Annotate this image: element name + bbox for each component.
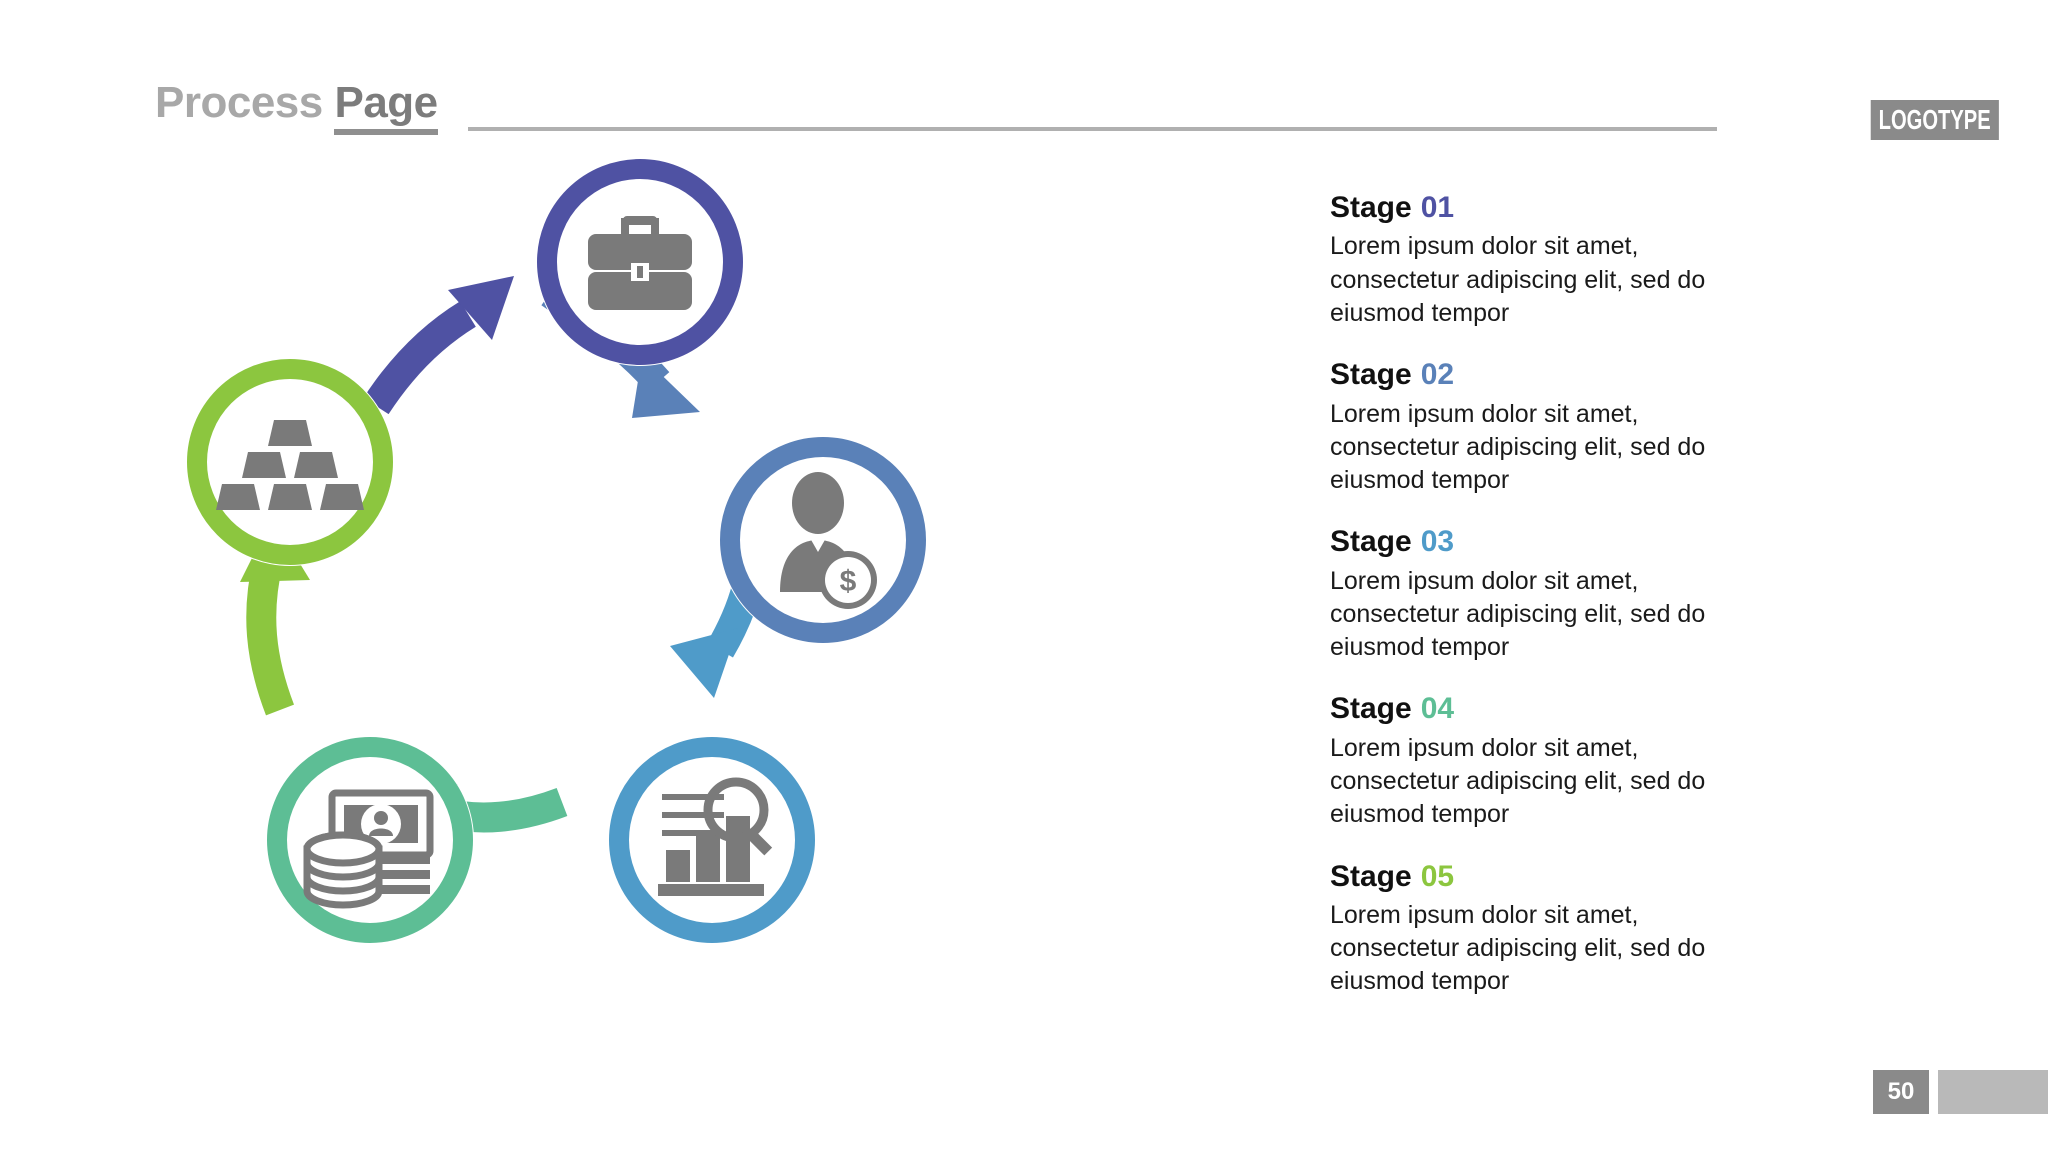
stage-label-03: Stage [1330,525,1412,559]
stage-label-02: Stage [1330,358,1412,392]
stage-body-02: Lorem ipsum dolor sit amet, consectetur … [1330,399,1706,495]
stage-label-05: Stage [1330,859,1412,893]
stage-number-03: 03 [1420,525,1455,559]
stage-body-04: Lorem ipsum dolor sit amet, consectetur … [1330,733,1706,829]
page-title: Process Page [155,78,438,135]
stage-number-01: 01 [1420,191,1455,224]
stage-body-03: Lorem ipsum dolor sit amet, consectetur … [1330,566,1706,662]
process-cycle-diagram: $ [180,150,1190,1070]
banknotes-coins-icon [303,789,434,909]
page-title-light: Process [155,78,323,127]
page-number: 50 [1873,1070,1929,1114]
page-title-dark: Page [334,78,438,135]
stage-body-01: Lorem ipsum dolor sit amet, consectetur … [1330,232,1706,327]
businessman-dollar-icon: $ [780,472,877,609]
briefcase-icon [588,216,692,310]
node-04-money[interactable] [266,736,474,944]
stage-label-04: Stage [1330,692,1412,726]
slide-footer: 50 [1873,1070,2048,1114]
stage-number-05: 05 [1420,859,1455,893]
footer-bar [1938,1070,2048,1114]
stage-label-01: Stage [1330,191,1412,224]
node-02-businessman-dollar[interactable]: $ [719,436,927,644]
slide-header: Process Page LOGOTYPE [0,0,2048,150]
arrow-05-01 [363,276,514,415]
stage-number-04: 04 [1420,692,1455,726]
stage-number-02: 02 [1420,358,1455,392]
gold-bars-icon [216,420,364,510]
header-rule [468,127,1717,131]
bar-chart-magnifier-icon [658,777,773,896]
logotype: LOGOTYPE [1871,100,1999,140]
node-01-briefcase[interactable] [536,158,744,366]
svg-text:$: $ [840,565,857,598]
node-03-chart-magnifier[interactable] [608,736,816,944]
stage-body-05: Lorem ipsum dolor sit amet, consectetur … [1330,900,1706,996]
node-05-gold-bars[interactable] [186,358,394,566]
